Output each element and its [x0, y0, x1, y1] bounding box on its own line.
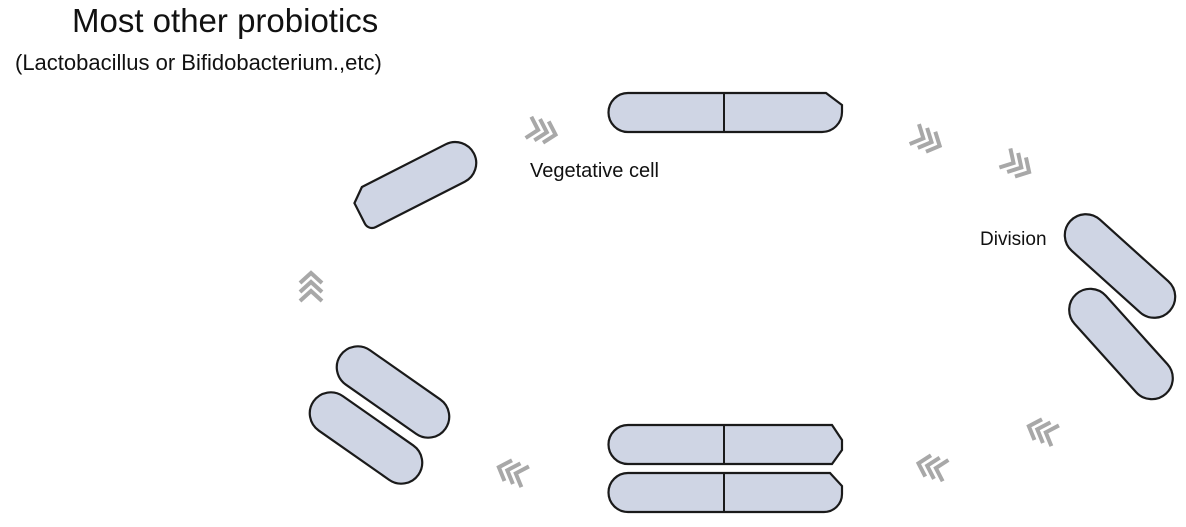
- single-cell: [353, 140, 478, 230]
- vegetative-cell-label: Vegetative cell: [530, 160, 659, 182]
- chevron-arrow-icon: [298, 270, 324, 303]
- subtitle: (Lactobacillus or Bifidobacterium.,etc): [15, 50, 382, 75]
- dividing-cell-lower: [1068, 287, 1174, 401]
- chevron-arrow-icon: [524, 115, 559, 145]
- chevron-arrow-icon: [496, 458, 530, 488]
- division-label: Division: [980, 229, 1047, 250]
- daughter-cell-upper: [335, 345, 451, 439]
- chevron-arrow-icon: [998, 148, 1032, 179]
- chevron-arrow-icon: [1026, 417, 1060, 447]
- page-title: Most other probiotics: [72, 2, 379, 39]
- elongated-cell-upper: [607, 423, 844, 466]
- elongated-cell-lower: [607, 471, 844, 514]
- daughter-cell-lower: [308, 391, 424, 485]
- vegetative-cell: [607, 91, 844, 134]
- dividing-cell-upper: [1063, 213, 1177, 319]
- chevron-arrow-icon: [908, 123, 943, 154]
- chevron-arrow-icon: [915, 453, 950, 483]
